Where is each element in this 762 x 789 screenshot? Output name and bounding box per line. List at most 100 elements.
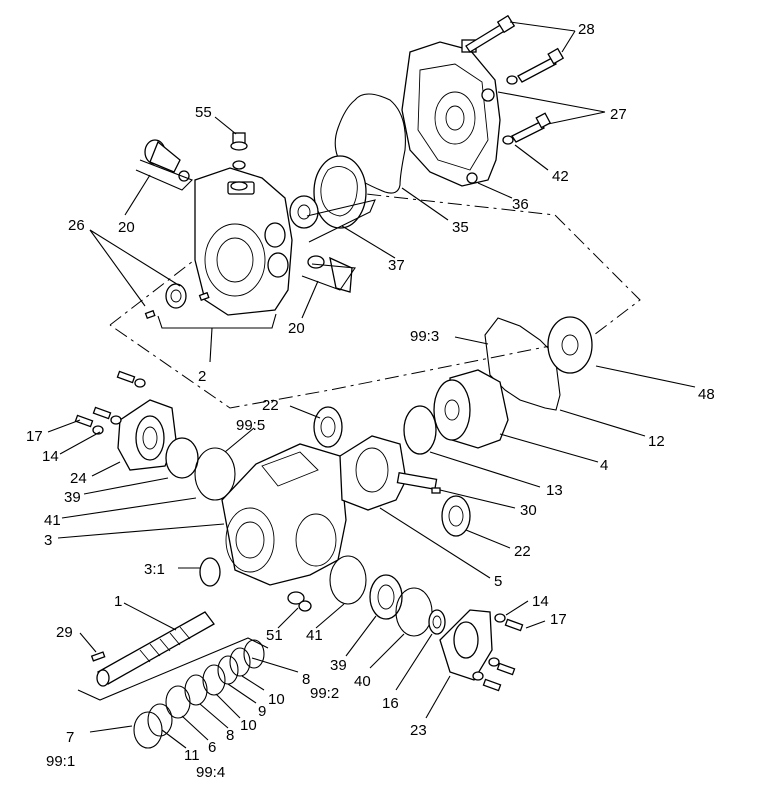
callout-41-upper: 41: [44, 512, 61, 529]
gasket-part: [334, 93, 406, 194]
callout-27: 27: [610, 106, 627, 123]
spacer-40-part: [395, 587, 433, 637]
swash-block-part: [339, 435, 438, 511]
callout-20-right: 20: [288, 320, 305, 337]
thrust-plate-part: [547, 316, 593, 374]
callout-26: 26: [68, 217, 85, 234]
ring-11-part: [147, 703, 173, 737]
shaft-cap-bolt-lower-2: [472, 671, 502, 692]
kit-bracket-line: [77, 637, 269, 701]
callout-13: 13: [546, 482, 563, 499]
cap-bolt-mid: [92, 406, 122, 425]
callout-16: 16: [382, 695, 399, 712]
seal-39-lower-part: [369, 574, 403, 620]
callout-51: 51: [266, 627, 283, 644]
callout-99-3: 99:3: [410, 328, 439, 345]
drive-shaft-part: [96, 611, 215, 687]
callout-39-upper: 39: [64, 489, 81, 506]
callout-30: 30: [520, 502, 537, 519]
callout-14-right: 14: [532, 593, 549, 610]
dowel-pin-left: [144, 309, 156, 320]
ring-8-right-part: [243, 639, 265, 669]
tapered-bearing-upper-part: [313, 406, 343, 448]
main-housing-part: [221, 443, 347, 586]
shaft-cap-part: [439, 609, 493, 681]
callout-42: 42: [552, 168, 569, 185]
ring-10-right-part: [229, 647, 251, 677]
callout-41-lower: 41: [306, 627, 323, 644]
cap-bolt-top: [116, 370, 146, 388]
swashplate-part: [403, 405, 437, 455]
bushing-3-1-part: [199, 557, 221, 587]
top-housing-part: [194, 167, 293, 316]
cover-bolt-upper: [465, 14, 516, 53]
callout-23: 23: [410, 722, 427, 739]
rotating-group-part: [433, 369, 509, 449]
callout-14-left: 14: [42, 448, 59, 465]
o-ring-41-lower-part: [329, 555, 367, 605]
callout-8-right: 8: [302, 671, 310, 688]
end-cover-part: [401, 39, 501, 187]
callout-35: 35: [452, 219, 469, 236]
cap-bolt-left: [74, 414, 104, 435]
key-29-part: [90, 651, 106, 662]
callout-2: 2: [198, 368, 206, 385]
seal-16-part: [428, 609, 446, 635]
fitting-51-part: [287, 591, 312, 612]
callout-11: 11: [184, 747, 200, 764]
callout-99-4: 99:4: [196, 764, 225, 781]
bushing-part: [165, 283, 187, 309]
gerotor-gear-part: [289, 195, 319, 229]
callout-6: 6: [208, 739, 216, 756]
callout-24: 24: [70, 470, 87, 487]
tapered-bearing-lower-part: [441, 495, 471, 537]
bearing-cap-part: [117, 399, 177, 471]
ring-10-left-part: [202, 664, 226, 696]
assembly-boundary-line: [109, 189, 641, 409]
callout-20-left: 20: [118, 219, 135, 236]
shaft-cap-bolt-lower-1: [488, 657, 516, 676]
ring-8-left-part: [184, 674, 208, 706]
callout-17-right: 17: [550, 611, 567, 628]
callout-28: 28: [578, 21, 595, 38]
callout-10-left: 10: [240, 717, 257, 734]
cover-bolt-middle: [506, 47, 565, 85]
callout-3-1: 3:1: [144, 561, 165, 578]
gasket-12-part: [484, 317, 561, 411]
gerotor-ring-part: [313, 155, 367, 229]
shaft-cap-bolt-upper: [494, 613, 524, 632]
callout-12: 12: [648, 433, 665, 450]
callout-39-lower: 39: [330, 657, 347, 674]
callout-22-lower: 22: [514, 543, 531, 560]
callout-9: 9: [258, 703, 266, 720]
callout-55: 55: [195, 104, 212, 121]
callout-99-1: 99:1: [46, 753, 75, 770]
relief-valve-left-part: [144, 139, 190, 182]
callout-4: 4: [600, 457, 608, 474]
callout-99-5: 99:5: [236, 417, 265, 434]
ring-9-part: [217, 655, 239, 685]
callout-7: 7: [66, 729, 74, 746]
callout-37: 37: [388, 257, 405, 274]
pin-30-part: [431, 487, 441, 494]
cover-bolt-lower: [502, 112, 552, 145]
callout-99-2: 99:2: [310, 685, 339, 702]
callout-17-left: 17: [26, 428, 43, 445]
callout-8-left: 8: [226, 727, 234, 744]
callout-40: 40: [354, 673, 371, 690]
callout-1: 1: [114, 593, 122, 610]
callout-48: 48: [698, 386, 715, 403]
callout-10-right: 10: [268, 691, 285, 708]
callout-5: 5: [494, 573, 502, 590]
callout-36: 36: [512, 196, 529, 213]
ring-6-part: [165, 685, 191, 719]
callout-22-upper: 22: [262, 397, 279, 414]
o-ring-41-upper-part: [194, 447, 236, 501]
dowel-pin-right: [198, 291, 210, 302]
seal-39-upper-part: [165, 437, 199, 479]
callout-3: 3: [44, 532, 52, 549]
leader-lines: [47, 21, 696, 749]
plug-part: [230, 132, 248, 191]
callout-29: 29: [56, 624, 73, 641]
